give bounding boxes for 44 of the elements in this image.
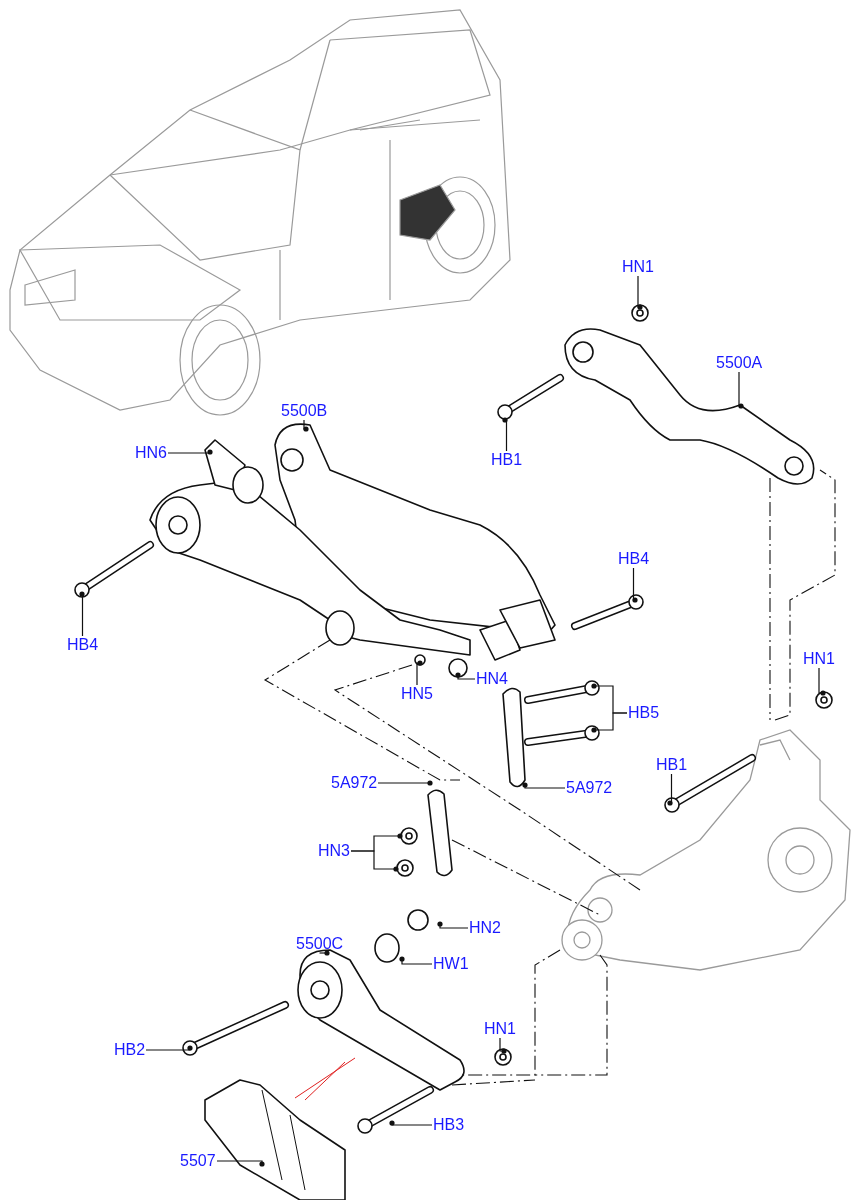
leader-line [303, 419, 309, 432]
callout-number: HB3 [432, 1116, 466, 1134]
callout-number: HB2 [113, 1041, 147, 1059]
callout-number: HN1 [483, 1020, 517, 1038]
callout-number: HN4 [475, 670, 509, 688]
leader-line [455, 672, 476, 680]
callout-number: HN1 [802, 650, 836, 668]
leader-line [318, 950, 330, 956]
leader-line [632, 567, 638, 603]
leader-line [522, 782, 566, 789]
leader-line [667, 773, 673, 806]
callout-number: HN6 [134, 444, 168, 462]
leader-line [399, 956, 433, 965]
leader-line [350, 850, 399, 872]
leader-line [216, 1160, 265, 1167]
callout-number: HN1 [621, 258, 655, 276]
leader-line [591, 712, 628, 733]
callout-number: HN5 [400, 685, 434, 703]
leader-line [637, 275, 643, 310]
callout-number: HB1 [490, 451, 524, 469]
callout-number: HB4 [66, 636, 100, 654]
callout-number: HB4 [617, 550, 651, 568]
callout-number: 5500B [280, 402, 329, 420]
leader-line [818, 667, 826, 696]
leader-line [167, 449, 213, 455]
callout-number: 5500A [715, 354, 764, 372]
callout-number: 5507 [179, 1152, 217, 1170]
leader-line [437, 921, 469, 929]
leader-line [79, 591, 85, 637]
callout-number: HN2 [468, 919, 502, 937]
leader-line [389, 1120, 433, 1126]
callout-number: HB1 [655, 756, 689, 774]
leader-line [499, 1037, 507, 1054]
callout-number: HB5 [627, 704, 661, 722]
callout-number: 5A972 [330, 774, 379, 792]
callout-number: 5500C [295, 935, 345, 953]
leader-line [502, 417, 508, 452]
leader-line [377, 780, 433, 786]
callout-number: HW1 [432, 955, 470, 973]
callout-number: 5A972 [565, 779, 614, 797]
leader-line [145, 1045, 193, 1051]
callout-number: HN3 [317, 842, 351, 860]
leader-line [416, 660, 423, 686]
leader-line [738, 371, 744, 409]
